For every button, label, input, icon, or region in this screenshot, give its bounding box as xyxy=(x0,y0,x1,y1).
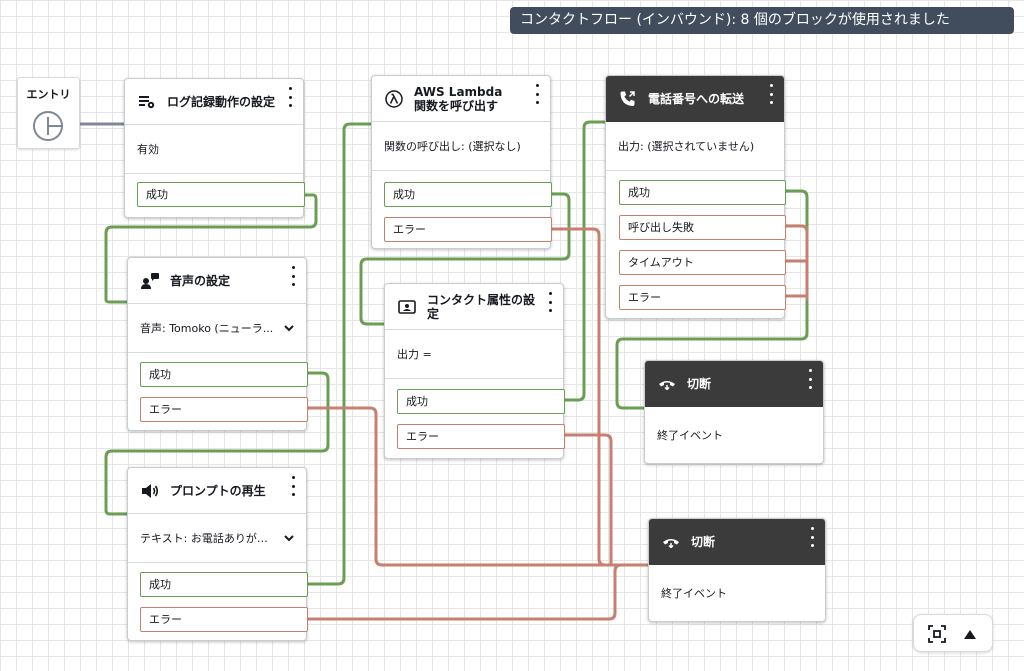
branch-success[interactable]: 成功 xyxy=(397,389,565,414)
block-header[interactable]: 音声の設定 xyxy=(128,258,306,304)
more-options-icon[interactable] xyxy=(766,84,776,104)
block-body[interactable]: テキスト: お電話ありがと... xyxy=(128,514,306,563)
entry-start-icon xyxy=(32,110,64,145)
block-header[interactable]: コンタクト属性の設定 xyxy=(385,284,563,330)
block-body: 関数の呼び出し: (選択なし) xyxy=(372,122,550,171)
chevron-down-icon[interactable] xyxy=(284,322,294,335)
block-disconnect-2[interactable]: 切断 終了イベント xyxy=(648,518,826,622)
block-header[interactable]: ログ記録動作の設定 xyxy=(125,79,303,125)
branch-success[interactable]: 成功 xyxy=(140,362,308,387)
branch-success[interactable]: 成功 xyxy=(140,572,308,597)
block-disconnect-1[interactable]: 切断 終了イベント xyxy=(644,360,824,464)
more-options-icon[interactable] xyxy=(285,87,295,107)
branch-error[interactable]: エラー xyxy=(397,424,565,449)
block-body[interactable]: 音声: Tomoko (ニューラ... xyxy=(128,304,306,353)
block-play-prompt[interactable]: プロンプトの再生 テキスト: お電話ありがと... 成功 エラー xyxy=(127,467,308,641)
block-header[interactable]: プロンプトの再生 xyxy=(128,468,306,514)
more-options-icon[interactable] xyxy=(805,369,815,389)
block-logging-behavior[interactable]: ログ記録動作の設定 有効 成功 xyxy=(124,78,305,218)
branch-error[interactable]: エラー xyxy=(619,285,786,310)
block-title: ログ記録動作の設定 xyxy=(167,94,276,109)
block-count-banner: コンタクトフロー (インバウンド): 8 個のブロックが使用されました xyxy=(510,7,1014,34)
block-title: コンタクト属性の設定 xyxy=(427,292,536,321)
voice-settings-icon xyxy=(140,271,160,291)
block-header[interactable]: 電話番号への転送 xyxy=(606,76,784,122)
hangup-icon xyxy=(661,532,681,552)
block-title: 電話番号への転送 xyxy=(648,92,745,106)
block-body: 終了イベント xyxy=(657,429,723,442)
lambda-icon xyxy=(384,89,404,109)
more-options-icon[interactable] xyxy=(532,84,542,104)
block-body: 有効 xyxy=(125,125,303,174)
block-body: 出力 = xyxy=(385,330,563,379)
hangup-icon xyxy=(657,374,677,394)
more-options-icon[interactable] xyxy=(288,266,298,286)
log-settings-icon xyxy=(137,92,157,112)
more-options-icon[interactable] xyxy=(807,527,817,547)
connector-transfer-failed xyxy=(785,224,809,300)
block-transfer-to-phone[interactable]: 電話番号への転送 出力: (選択されていません) 成功 呼び出し失敗 タイムアウ… xyxy=(605,75,786,319)
block-set-contact-attributes[interactable]: コンタクト属性の設定 出力 = 成功 エラー xyxy=(384,283,565,459)
branch-success[interactable]: 成功 xyxy=(619,180,786,205)
branch-error[interactable]: エラー xyxy=(140,607,308,632)
branch-call-failed[interactable]: 呼び出し失敗 xyxy=(619,215,786,240)
more-options-icon[interactable] xyxy=(288,476,298,496)
branch-success[interactable]: 成功 xyxy=(137,182,305,207)
block-title: 切断 xyxy=(691,535,716,549)
block-set-voice[interactable]: 音声の設定 音声: Tomoko (ニューラ... 成功 エラー xyxy=(127,257,308,431)
block-body: 出力: (選択されていません) xyxy=(606,122,784,171)
chevron-down-icon[interactable] xyxy=(284,532,294,545)
block-title: プロンプトの再生 xyxy=(170,483,266,498)
block-title: 切断 xyxy=(687,377,712,391)
entry-point[interactable]: エントリ xyxy=(17,77,80,149)
branch-error[interactable]: エラー xyxy=(140,397,308,422)
triangle-up-icon[interactable] xyxy=(962,626,978,642)
more-options-icon[interactable] xyxy=(545,292,555,312)
canvas-controls xyxy=(913,614,993,652)
speaker-icon xyxy=(140,481,160,501)
branch-success[interactable]: 成功 xyxy=(384,182,552,207)
phone-transfer-icon xyxy=(618,89,638,109)
fit-to-screen-icon[interactable] xyxy=(928,625,946,643)
entry-label: エントリ xyxy=(26,88,71,101)
branch-timeout[interactable]: タイムアウト xyxy=(619,250,786,275)
block-header[interactable]: 切断 xyxy=(645,361,823,407)
branch-error[interactable]: エラー xyxy=(384,217,552,242)
block-body: 終了イベント xyxy=(661,587,727,600)
block-header[interactable]: 切断 xyxy=(649,519,825,565)
contact-card-icon xyxy=(397,297,417,317)
block-title: 音声の設定 xyxy=(170,273,231,288)
connector-prompt-error xyxy=(306,563,660,621)
